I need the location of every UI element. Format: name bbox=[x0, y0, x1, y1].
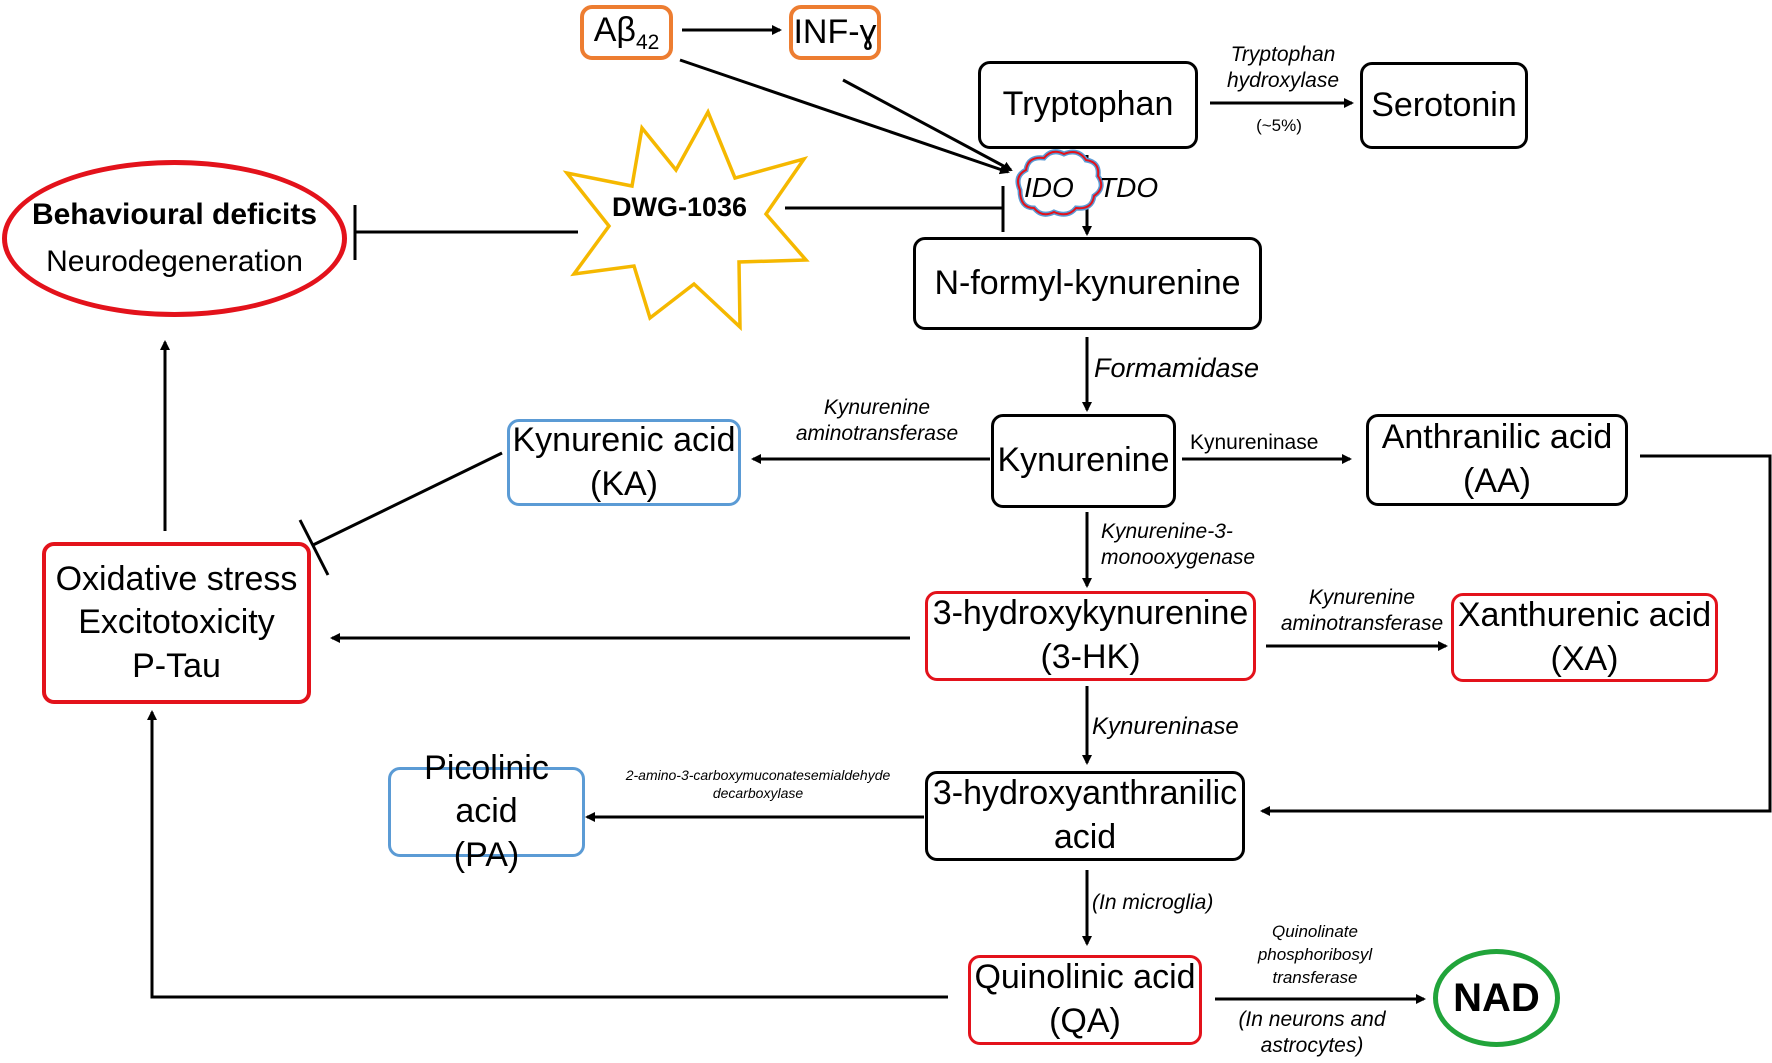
haa-node: 3-hydroxyanthranilic acid bbox=[925, 771, 1245, 861]
enzyme-line: aminotransferase bbox=[1280, 612, 1444, 636]
pa-line: Picolinic acid bbox=[424, 748, 549, 831]
infg-node: INF-ɣ bbox=[789, 5, 881, 60]
enzyme-line: 2-amino-3-carboxymuconatesemialdehyde bbox=[625, 767, 891, 783]
enzyme-kat-ka: Kynurenine aminotransferase bbox=[772, 395, 982, 448]
kynurenine-node: Kynurenine bbox=[991, 414, 1176, 508]
abeta-label: Aβ bbox=[593, 10, 636, 49]
enzyme-tdo: TDO bbox=[1099, 172, 1159, 203]
abeta-node: Aβ42 bbox=[580, 5, 673, 60]
enzyme-line: hydroxylase bbox=[1226, 69, 1340, 93]
inhibit-ka-ox bbox=[312, 451, 503, 547]
enzyme-tryptophan-hydroxylase: Tryptophan hydroxylase bbox=[1213, 42, 1353, 95]
xa-line: Xanthurenic acid bbox=[1457, 595, 1712, 634]
enzyme-ido: IDO bbox=[1024, 172, 1074, 203]
tryptophan-label: Tryptophan bbox=[1002, 85, 1174, 124]
aa-line: Anthranilic acid bbox=[1381, 418, 1613, 457]
enzyme-line: Kynurenine-3- bbox=[1101, 520, 1233, 543]
nad-node: NAD bbox=[1433, 949, 1560, 1047]
serotonin-label: Serotonin bbox=[1371, 85, 1517, 124]
enzyme-line: Kynurenine bbox=[1308, 586, 1416, 609]
tryptophan-node: Tryptophan bbox=[978, 61, 1198, 149]
enzyme-line: Quinolinate bbox=[1271, 922, 1358, 941]
qa-line: (QA) bbox=[1049, 1002, 1121, 1040]
enzyme-kmo: Kynurenine-3- monooxygenase bbox=[1101, 519, 1255, 572]
enzyme-line: Kynurenine bbox=[823, 396, 931, 419]
serotonin-node: Serotonin bbox=[1360, 62, 1528, 149]
haa-line: 3-hydroxyanthranilic bbox=[932, 774, 1238, 813]
pa-node: Picolinic acid (PA) bbox=[388, 749, 585, 874]
qa-line: Quinolinic acid bbox=[974, 958, 1196, 997]
haa-line: acid bbox=[1053, 818, 1117, 856]
kynurenine-label: Kynurenine bbox=[997, 441, 1170, 480]
enzyme-line: decarboxylase bbox=[712, 784, 804, 801]
ka-line: (KA) bbox=[590, 464, 658, 503]
arrow-aa-haa bbox=[1260, 454, 1772, 816]
nfk-node: N-formyl-kynurenine bbox=[913, 237, 1262, 330]
enzyme-acmsd: 2-amino-3-carboxymuconatesemialdehyde de… bbox=[603, 767, 913, 802]
drug-label: DWG-1036 bbox=[612, 192, 748, 222]
hk-node: 3-hydroxykynurenine (3-HK) bbox=[925, 591, 1256, 681]
enzyme-line: astrocytes) bbox=[1260, 1034, 1364, 1058]
arrow-infg-ido bbox=[842, 78, 1013, 172]
ox-line: Oxidative stress bbox=[55, 559, 298, 598]
enzyme-kynureninase-haa: Kynureninase bbox=[1092, 713, 1239, 740]
oxidative-node: Oxidative stress Excitotoxicity P-Tau bbox=[42, 542, 311, 704]
xa-node: Xanthurenic acid (XA) bbox=[1451, 593, 1718, 682]
ka-line: Kynurenic acid bbox=[512, 420, 736, 459]
infg-label: INF-ɣ bbox=[793, 12, 877, 51]
aa-line: (AA) bbox=[1463, 462, 1531, 500]
enzyme-formamidase: Formamidase bbox=[1094, 353, 1260, 383]
nad-label: NAD bbox=[1453, 975, 1540, 1020]
deficits-bold: Behavioural deficits bbox=[31, 198, 318, 231]
qa-node: Quinolinic acid (QA) bbox=[968, 955, 1202, 1045]
enzyme-kat-xa: Kynurenine aminotransferase bbox=[1262, 585, 1462, 638]
enzyme-line: aminotransferase bbox=[795, 422, 959, 446]
ka-node: Kynurenic acid (KA) bbox=[507, 419, 741, 506]
xa-line: (XA) bbox=[1550, 639, 1619, 678]
enzyme-line: (In neurons and bbox=[1238, 1008, 1386, 1031]
aa-node: Anthranilic acid (AA) bbox=[1366, 414, 1628, 506]
enzyme-qprt: Quinolinate phosphoribosyl transferase bbox=[1235, 921, 1395, 990]
deficits-normal: Neurodegeneration bbox=[46, 244, 303, 278]
enzyme-location-neurons: (In neurons and astrocytes) bbox=[1222, 1007, 1402, 1060]
hk-line: 3-hydroxykynurenine bbox=[932, 594, 1249, 633]
enzyme-line: phosphoribosyl bbox=[1257, 944, 1373, 964]
hk-line: (3-HK) bbox=[1040, 638, 1141, 676]
nfk-label: N-formyl-kynurenine bbox=[934, 263, 1241, 302]
arrow-qa-ox bbox=[147, 710, 948, 999]
serotonin-percent: (~5%) bbox=[1256, 116, 1302, 135]
ido-cloud-icon bbox=[1015, 149, 1104, 217]
ox-line: Excitotoxicity bbox=[78, 603, 275, 642]
enzyme-line: Tryptophan bbox=[1230, 43, 1336, 66]
enzyme-microglia: (In microglia) bbox=[1092, 891, 1214, 914]
drug-starburst-icon bbox=[562, 107, 810, 332]
enzyme-kynureninase-aa: Kynureninase bbox=[1190, 431, 1319, 454]
pa-line: (PA) bbox=[453, 835, 520, 874]
deficits-node: Behavioural deficits Neurodegeneration bbox=[2, 160, 347, 317]
ox-line: P-Tau bbox=[132, 646, 221, 685]
arrow-abeta-ido bbox=[679, 58, 1010, 175]
enzyme-line: transferase bbox=[1272, 967, 1358, 987]
abeta-subscript: 42 bbox=[635, 30, 660, 54]
enzyme-line: monooxygenase bbox=[1101, 546, 1256, 570]
